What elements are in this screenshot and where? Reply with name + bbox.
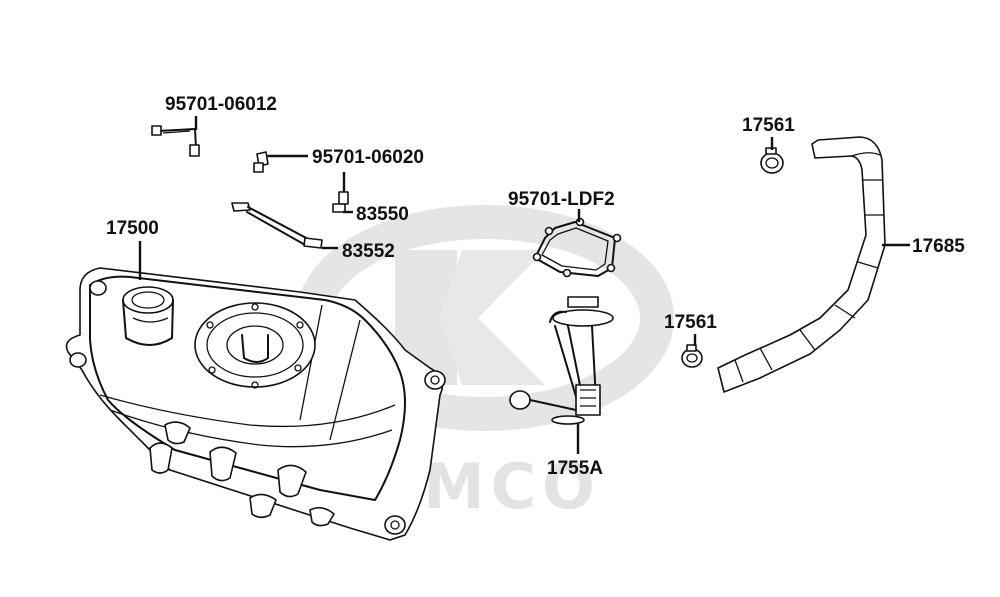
label-17685: 17685 xyxy=(912,236,965,257)
pump-flange xyxy=(194,302,316,388)
label-95701-06020: 95701-06020 xyxy=(312,147,424,168)
part-17685-hose xyxy=(717,136,886,393)
part-17561-clamp-mid xyxy=(681,344,703,368)
mount-ear-1 xyxy=(424,370,446,390)
label-95701-ldf2: 95701-LDF2 xyxy=(508,189,615,210)
label-17500: 17500 xyxy=(106,218,159,239)
label-17561-top: 17561 xyxy=(742,115,795,136)
part-83552-strap xyxy=(231,202,323,249)
label-83552: 83552 xyxy=(342,241,395,262)
mount-ear-2 xyxy=(384,515,406,535)
part-1755a-fuel-pump xyxy=(509,296,614,425)
mount-ear-4 xyxy=(89,280,107,296)
label-83550: 83550 xyxy=(356,204,409,225)
watermark-k-arm xyxy=(440,250,545,385)
label-17561-mid: 17561 xyxy=(664,312,717,333)
filler-neck-cap xyxy=(122,286,174,314)
part-17500-fuel-tank xyxy=(65,267,446,541)
label-1755a: 1755A xyxy=(547,458,603,479)
part-95701-06012-bolt xyxy=(151,125,200,157)
label-95701-06012: 95701-06012 xyxy=(165,94,277,115)
mount-ear-3 xyxy=(69,352,87,368)
part-17561-clamp-top xyxy=(760,147,784,174)
fuel-strainer xyxy=(509,390,531,410)
pump-seal-ring xyxy=(551,415,585,425)
part-83550-screw xyxy=(332,191,349,213)
